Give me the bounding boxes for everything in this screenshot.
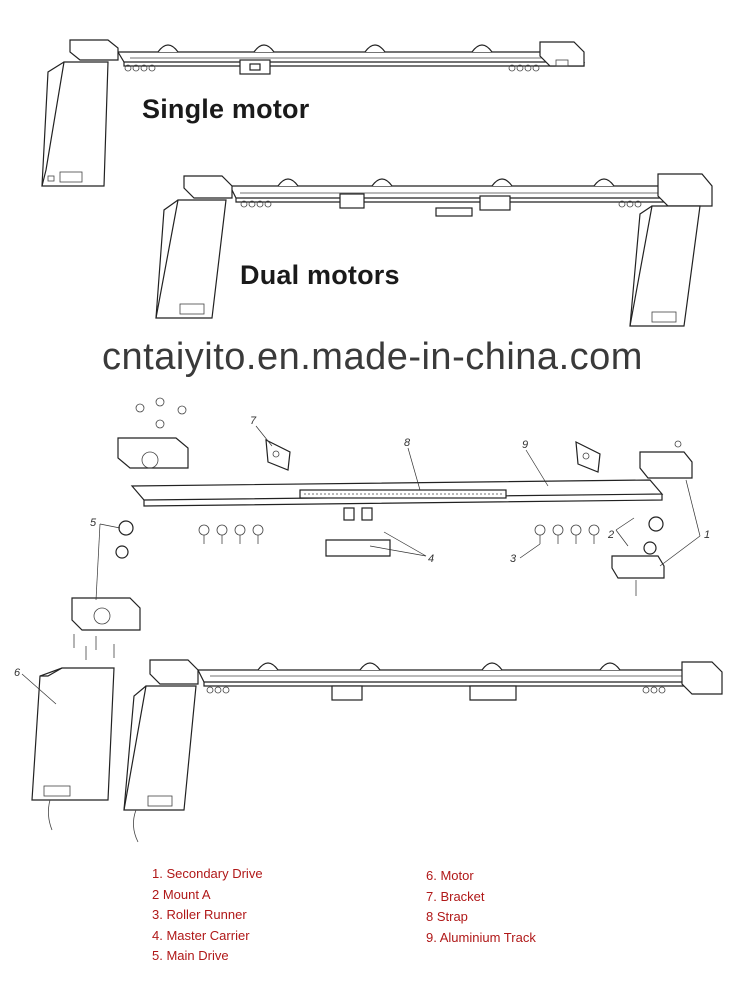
callout-7: 7 — [250, 415, 257, 427]
legend-item: 5. Main Drive — [152, 948, 229, 963]
callout-leaders — [21, 425, 701, 705]
legend-item: 2 Mount A — [152, 886, 211, 902]
callout-8: 8 — [404, 437, 411, 449]
exploded-view — [31, 397, 693, 831]
legend-item: 8 Strap — [426, 909, 468, 924]
assembled-view — [123, 659, 723, 843]
legend-item: 6. Motor — [426, 868, 474, 883]
callout-9: 9 — [522, 439, 528, 451]
dual-motors-label: Dual motors — [240, 260, 400, 290]
callout-5: 5 — [90, 517, 97, 529]
callout-3: 3 — [510, 553, 517, 565]
dual-motor-assembly — [155, 173, 713, 327]
callout-6: 6 — [14, 667, 21, 679]
callout-2: 2 — [607, 529, 614, 541]
legend-item: 9. Aluminium Track — [426, 929, 536, 945]
single-motor-label: Single motor — [142, 94, 310, 124]
legend-item: 7. Bracket — [426, 888, 485, 904]
callout-1: 1 — [704, 529, 710, 541]
legend-item: 3. Roller Runner — [152, 907, 247, 922]
single-motor-assembly — [41, 39, 586, 187]
legend-item: 1. Secondary Drive — [152, 866, 263, 881]
callout-4: 4 — [428, 553, 434, 565]
watermark-text: cntaiyito.en.made-in-china.com — [102, 336, 643, 378]
legend-right: 6. Motor 7. Bracket 8 Strap 9. Aluminium… — [426, 866, 536, 948]
legend-item: 4. Master Carrier — [152, 927, 250, 943]
legend-left: 1. Secondary Drive 2 Mount A 3. Roller R… — [152, 864, 263, 967]
callout-numbers: 7 8 9 5 3 2 1 4 6 — [14, 415, 710, 679]
